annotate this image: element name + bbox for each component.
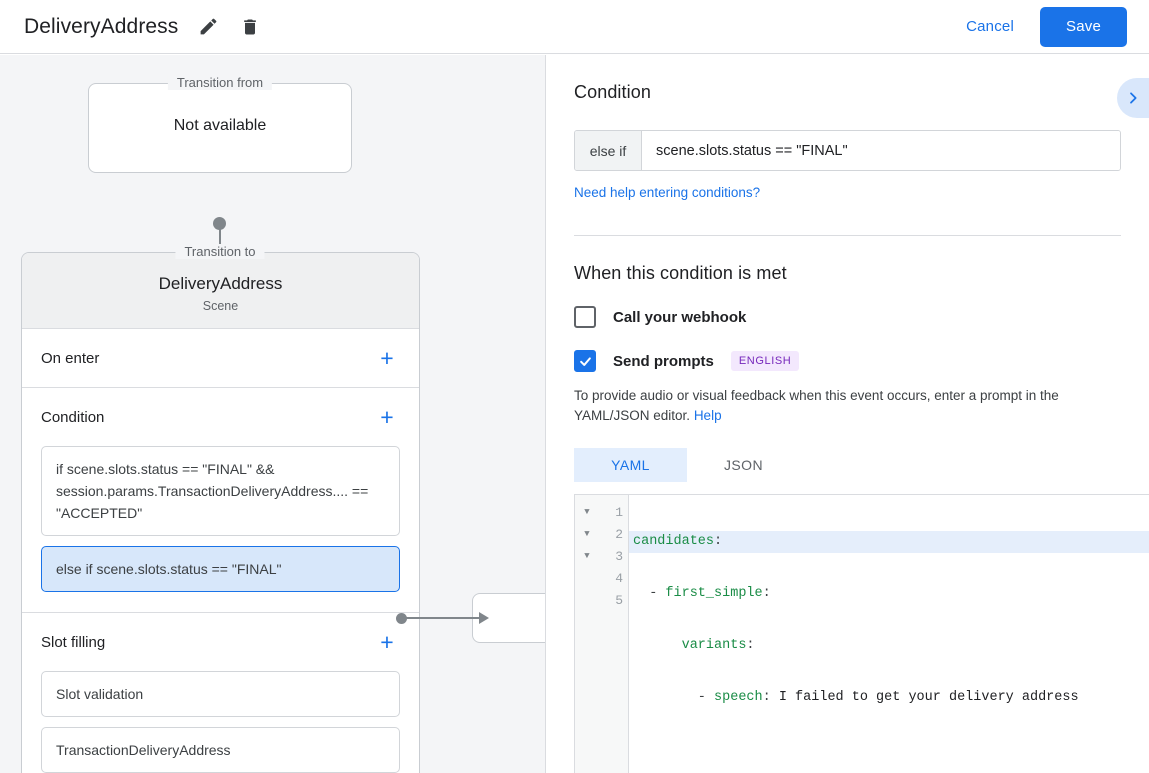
transition-from-box[interactable]: Transition from Not available <box>88 75 352 173</box>
prompts-description: To provide audio or visual feedback when… <box>574 386 1121 426</box>
yaml-indent <box>633 638 682 653</box>
editor-tabs: YAML JSON <box>574 448 1121 482</box>
need-help-link[interactable]: Need help entering conditions? <box>574 185 761 200</box>
connector-arrow-right <box>479 612 489 624</box>
details-panel: Condition else if Need help entering con… <box>546 55 1149 773</box>
gutter-row: ▼1 <box>575 501 628 523</box>
flow-canvas: Transition from Not available Transition… <box>0 55 546 773</box>
send-prompts-label: Send prompts <box>613 352 714 370</box>
condition-item-selected[interactable]: else if scene.slots.status == "FINAL" <box>41 546 400 592</box>
help-link[interactable]: Help <box>693 408 722 423</box>
prompts-description-text: To provide audio or visual feedback when… <box>574 388 1059 423</box>
yaml-colon: : <box>714 534 723 549</box>
panel-when-met-section: When this condition is met Call your web… <box>546 236 1149 482</box>
connector-line-horizontal <box>404 617 482 619</box>
connector-dot-right <box>396 613 407 624</box>
trash-icon[interactable] <box>238 15 262 39</box>
line-number: 2 <box>615 526 623 542</box>
transition-from-legend: Transition from <box>167 75 273 90</box>
fold-triangle-icon[interactable]: ▼ <box>584 529 590 539</box>
tab-json[interactable]: JSON <box>724 457 763 473</box>
condition-item[interactable]: if scene.slots.status == "FINAL" && sess… <box>41 446 400 536</box>
add-slot-filling-button[interactable]: + <box>380 628 394 655</box>
transition-to-card: DeliveryAddress Scene On enter + Conditi… <box>21 252 420 773</box>
scene-name: DeliveryAddress <box>158 274 283 293</box>
editor-code-area[interactable]: candidates: - first_simple: variants: - … <box>629 495 1149 773</box>
call-webhook-checkbox[interactable] <box>574 306 596 328</box>
gutter-row: 4 <box>575 567 628 589</box>
line-number: 3 <box>615 548 623 564</box>
panel-condition-heading: Condition <box>574 82 651 102</box>
yaml-key: candidates <box>633 534 715 549</box>
section-title-condition: Condition <box>41 408 105 426</box>
send-prompts-row[interactable]: Send prompts ENGLISH <box>574 350 1121 372</box>
code-line: variants: <box>629 635 1149 657</box>
page-title: DeliveryAddress <box>24 14 179 38</box>
scene-header[interactable]: DeliveryAddress Scene <box>22 253 419 329</box>
gutter-row: ▼2 <box>575 523 628 545</box>
yaml-colon: : <box>746 638 755 653</box>
cancel-button[interactable]: Cancel <box>952 9 1028 44</box>
fold-triangle-icon[interactable]: ▼ <box>584 507 590 517</box>
yaml-colon: : <box>762 586 771 601</box>
condition-input-row: else if <box>574 130 1121 171</box>
add-on-enter-button[interactable]: + <box>380 344 394 371</box>
condition-prefix-label: else if <box>575 131 642 170</box>
yaml-value: I failed to get your delivery address <box>770 690 1079 705</box>
panel-divider <box>574 235 1121 236</box>
line-number: 5 <box>615 592 623 608</box>
fold-triangle-icon[interactable]: ▼ <box>584 551 590 561</box>
send-prompts-checkbox[interactable] <box>574 350 596 372</box>
yaml-editor[interactable]: ▼1 ▼2 ▼3 4 5 candidates: - first_simple:… <box>574 494 1149 773</box>
transition-from-text: Not available <box>173 117 267 134</box>
transition-to-legend: Transition to <box>175 244 265 259</box>
section-on-enter: On enter + <box>22 329 419 388</box>
pencil-icon[interactable] <box>196 15 220 39</box>
slot-validation-item[interactable]: Slot validation <box>41 671 400 717</box>
code-line <box>629 739 1149 761</box>
line-number: 1 <box>615 504 623 520</box>
save-button[interactable]: Save <box>1040 6 1127 47</box>
app-header: DeliveryAddress Cancel Save <box>0 0 1149 54</box>
when-met-heading: When this condition is met <box>574 263 787 283</box>
slot-item-transaction-delivery-address[interactable]: TransactionDeliveryAddress <box>41 727 400 773</box>
scene-type: Scene <box>202 299 239 313</box>
yaml-key: speech <box>714 690 763 705</box>
condition-expression-input[interactable] <box>642 131 1120 170</box>
webhook-row[interactable]: Call your webhook <box>574 306 1121 328</box>
call-webhook-label: Call your webhook <box>613 308 747 326</box>
code-line: candidates: <box>629 531 1149 553</box>
section-condition: Condition + if scene.slots.status == "FI… <box>22 388 419 613</box>
section-title-on-enter: On enter <box>41 349 100 367</box>
add-condition-button[interactable]: + <box>380 403 394 430</box>
yaml-indent: - <box>633 586 666 601</box>
yaml-key: first_simple <box>665 586 763 601</box>
section-slot-filling: Slot filling + Slot validation Transacti… <box>22 613 419 773</box>
canvas-right-border <box>545 55 546 773</box>
code-line: - first_simple: <box>629 583 1149 605</box>
code-line: - speech: I failed to get your delivery … <box>629 687 1149 709</box>
yaml-key: variants <box>681 638 747 653</box>
gutter-row: ▼3 <box>575 545 628 567</box>
panel-condition-section: Condition else if Need help entering con… <box>546 55 1149 236</box>
chevron-right-icon[interactable] <box>1117 78 1149 118</box>
section-title-slot-filling: Slot filling <box>41 633 106 651</box>
gutter-row: 5 <box>575 589 628 611</box>
editor-gutter: ▼1 ▼2 ▼3 4 5 <box>575 495 629 773</box>
tab-yaml[interactable]: YAML <box>574 448 687 482</box>
yaml-colon: : <box>762 690 771 705</box>
language-badge: ENGLISH <box>730 351 800 371</box>
line-number: 4 <box>615 570 623 586</box>
yaml-indent: - <box>633 690 715 705</box>
